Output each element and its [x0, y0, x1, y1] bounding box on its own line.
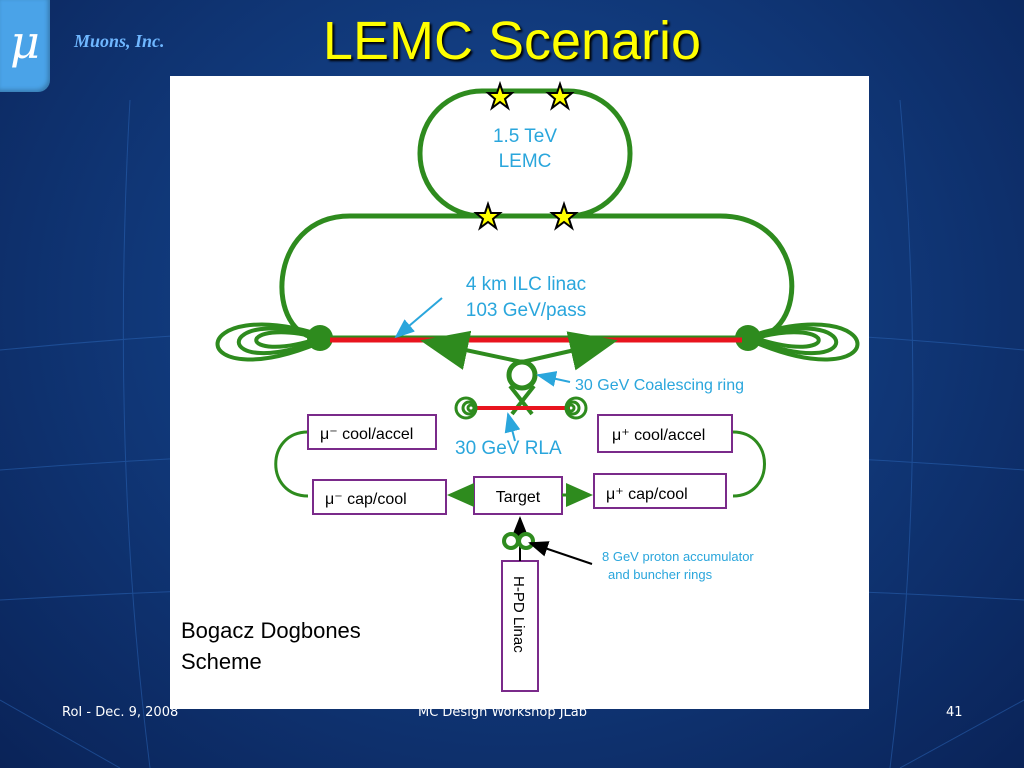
rla-left-arcs — [454, 396, 478, 420]
hpd-linac-box — [501, 560, 539, 692]
coalescing-pointer — [536, 371, 571, 387]
hpd-linac-text: H-PD Linac — [510, 576, 527, 653]
mu-minus-cap-cool-text: μ⁻ cap/cool — [325, 491, 407, 508]
accumulator-pointer — [528, 541, 593, 565]
mu-plus-cool-accel-box — [597, 414, 733, 453]
scheme-label-line1: Bogacz Dogbones — [181, 618, 361, 643]
target-text: Target — [496, 489, 541, 506]
mu-plus-loop — [732, 430, 766, 498]
rla-right-arcs — [564, 396, 588, 420]
mu-minus-cool-accel-box — [307, 414, 437, 450]
injection-line-left — [420, 330, 523, 370]
right-return-arcs — [735, 322, 860, 362]
mu-plus-cap-cool-box — [593, 473, 727, 509]
footer-date: RoI - Dec. 9, 2008 — [62, 705, 179, 720]
linac-label-line2: 103 GeV/pass — [466, 300, 586, 321]
page-number: 41 — [946, 705, 963, 720]
rla-label: 30 GeV RLA — [455, 438, 562, 459]
linac-label-line1: 4 km ILC linac — [466, 274, 586, 295]
logo: μ — [0, 0, 50, 92]
mu-minus-cool-accel-text: μ⁻ cool/accel — [320, 426, 413, 443]
lemc-energy-label: 1.5 TeV — [493, 126, 557, 147]
left-return-arcs — [215, 322, 333, 362]
mu-plus-cool-accel-text: μ⁺ cool/accel — [612, 427, 705, 444]
injection-line-right — [521, 331, 618, 371]
rla-pointer — [504, 412, 521, 442]
footer-event: MC Design Workshop JLab — [418, 705, 588, 720]
proton-accumulator-rings — [502, 532, 535, 550]
coalescing-ring-label: 30 GeV Coalescing ring — [575, 377, 744, 394]
interaction-point-stars — [473, 80, 579, 231]
accumulator-label-line1: 8 GeV proton accumulator — [602, 549, 754, 564]
scheme-label: Bogacz Dogbones Scheme — [181, 615, 361, 677]
lemc-name-label: LEMC — [499, 151, 552, 172]
coalescing-ring — [506, 359, 538, 391]
diagram-panel: 1.5 TeV LEMC 4 km ILC linac 103 GeV/pass… — [170, 76, 869, 709]
mu-plus-cap-cool-text: μ⁺ cap/cool — [606, 486, 688, 503]
mu-minus-cap-cool-box — [312, 479, 447, 515]
company-name: Muons, Inc. — [74, 31, 165, 51]
accumulator-label-line2: and buncher rings — [608, 567, 713, 582]
linac-pointer — [394, 297, 443, 339]
scheme-label-line2: Scheme — [181, 649, 262, 674]
slide-title: LEMC Scenario — [322, 11, 702, 71]
mu-minus-loop — [274, 430, 309, 498]
mu-logo-glyph: μ — [10, 15, 40, 69]
lemc-diagram: 1.5 TeV LEMC 4 km ILC linac 103 GeV/pass… — [215, 80, 860, 692]
